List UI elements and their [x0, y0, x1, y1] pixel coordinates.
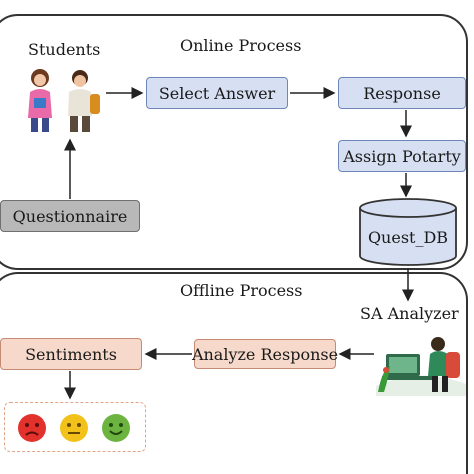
neutral-face-icon	[60, 414, 88, 442]
sentiments-box: Sentiments	[0, 338, 142, 370]
analyze-response-box: Analyze Response	[192, 339, 338, 369]
happy-face-icon	[102, 414, 130, 442]
select-answer-box: Select Answer	[146, 77, 288, 109]
sa-analyzer-icon	[376, 337, 466, 396]
students-icon	[28, 69, 100, 132]
sentiment-faces-box	[4, 402, 146, 452]
quest-db-label: Quest_DB	[367, 228, 449, 247]
assign-polarity-box: Assign Potarty	[338, 140, 466, 172]
offline-process-title: Offline Process	[180, 281, 303, 300]
quest-db-cylinder	[359, 198, 457, 266]
sa-analyzer-label: SA Analyzer	[360, 304, 459, 323]
online-process-title: Online Process	[180, 36, 302, 55]
students-label: Students	[28, 40, 101, 59]
response-box: Response	[338, 77, 466, 109]
sad-face-icon	[18, 414, 46, 442]
questionnaire-box: Questionnaire	[0, 200, 140, 232]
